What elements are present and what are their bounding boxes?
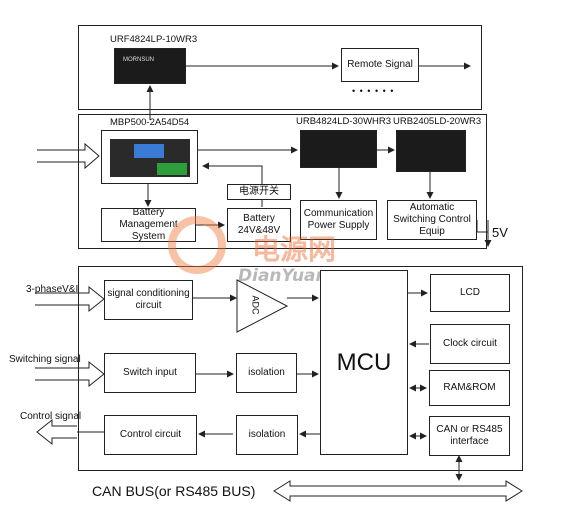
- auto-module-label: URB2405LD-20WR3: [393, 116, 482, 127]
- bus-label: CAN BUS(or RS485 BUS): [92, 483, 256, 499]
- control-panel: [78, 266, 523, 471]
- output-control-label: Control signal: [20, 411, 82, 422]
- power-module-image: [101, 130, 198, 184]
- control-circuit-box: Control circuit: [104, 415, 197, 455]
- watermark-logo: [168, 216, 226, 274]
- adc-label: ADC: [250, 295, 261, 315]
- power-panel: [78, 114, 487, 249]
- watermark-cn: 电源网: [252, 233, 337, 266]
- remote-module-image: MORNSUN: [114, 48, 186, 84]
- control-output-arrow: [36, 418, 77, 446]
- mcu-box: MCU: [320, 270, 408, 455]
- comm-supply-box: Communication Power Supply: [300, 200, 377, 240]
- comm-module-label: URB4824LD-30WHR3: [296, 116, 392, 127]
- remote-signal-box: Remote Signal: [341, 48, 419, 82]
- power-input-arrow: [37, 142, 100, 170]
- power-module-label: MBP500-2A54D54: [110, 117, 190, 128]
- battery-box: Battery 24V&48V: [227, 208, 291, 242]
- auto-switch-box: Automatic Switching Control Equip: [387, 200, 477, 240]
- top-panel: [78, 25, 482, 110]
- ellipsis: • • • • • •: [352, 86, 395, 96]
- power-module-label-plate: [134, 144, 164, 158]
- isolation-box-2: isolation: [236, 415, 298, 455]
- output-5v-label: 5V: [492, 225, 508, 240]
- power-module-terminals: [157, 163, 187, 175]
- bus-arrow: [273, 480, 523, 502]
- power-switch-box: 电源开关: [227, 184, 291, 200]
- input-3phase-label: 3-phaseV&I: [26, 284, 79, 295]
- clock-box: Clock circuit: [430, 324, 510, 364]
- bus-interface-box: CAN or RS485 interface: [429, 416, 510, 456]
- isolation-box-1: isolation: [236, 353, 297, 393]
- signal-conditioning-box: signal conditioning circuit: [104, 280, 193, 320]
- input-switching-label: Switching signal: [9, 354, 81, 365]
- adc-triangle: [236, 279, 289, 333]
- auto-module-image: [396, 130, 466, 172]
- comm-module-image: [300, 130, 377, 168]
- module-brand: MORNSUN: [123, 57, 154, 63]
- lcd-box: LCD: [430, 274, 510, 312]
- remote-module-label: URF4824LP-10WR3: [110, 34, 198, 45]
- memory-box: RAM&ROM: [429, 370, 510, 406]
- switch-input-box: Switch input: [104, 353, 196, 393]
